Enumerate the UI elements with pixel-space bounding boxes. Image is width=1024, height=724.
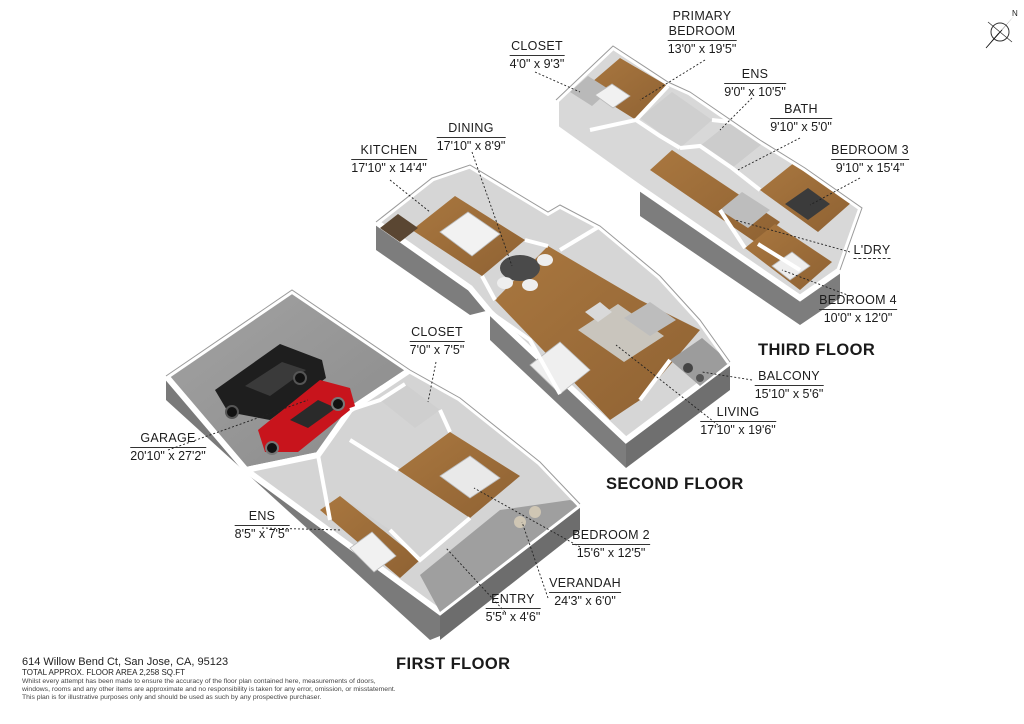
bedroom-2-dims: 15'6" x 12'5" <box>572 544 650 561</box>
bedroom-2-name: BEDROOM 2 <box>572 528 650 542</box>
laundry-name: L'DRY <box>853 243 891 259</box>
garage-dims: 20'10" x 27'2" <box>130 447 206 463</box>
bath-name: BATH <box>784 102 818 116</box>
kitchen-name: KITCHEN <box>360 143 418 157</box>
label-verandah: VERANDAH 24'3" x 6'0" <box>549 576 621 609</box>
label-bedroom-2: BEDROOM 2 15'6" x 12'5" <box>572 528 650 561</box>
disclaimer-line-1: Whilst every attempt has been made to en… <box>22 678 376 685</box>
verandah-dims: 24'3" x 6'0" <box>549 592 621 609</box>
disclaimer-line-3: This plan is for illustrative purposes o… <box>22 694 322 702</box>
label-entry: ENTRY 5'5" x 4'6" <box>485 592 541 625</box>
second-floor-model <box>370 161 735 468</box>
disclaimer-line-2: windows, rooms and any other items are a… <box>22 686 396 694</box>
ens-third-dims: 9'0" x 10'5" <box>724 83 786 99</box>
label-bedroom-4: BEDROOM 4 10'0" x 12'0" <box>819 293 897 326</box>
first-floor-title: FIRST FLOOR <box>396 655 511 673</box>
garage-name: GARAGE <box>140 431 196 445</box>
bedroom-4-name: BEDROOM 4 <box>819 293 897 307</box>
property-footer: 614 Willow Bend Ct, San Jose, CA, 95123 … <box>22 656 396 703</box>
label-dining: DINING 17'10" x 8'9" <box>436 121 506 154</box>
closet-third-dims: 4'0" x 9'3" <box>509 55 565 71</box>
entry-dims: 5'5" x 4'6" <box>485 608 541 624</box>
first-floor-model <box>161 285 585 640</box>
balcony-name: BALCONY <box>758 369 820 383</box>
ens-first-dims: 8'5" x 7'5" <box>234 525 290 541</box>
leader-lines <box>167 59 861 613</box>
living-name: LIVING <box>716 405 760 419</box>
second-floor-title: SECOND FLOOR <box>606 475 744 493</box>
label-bedroom-3: BEDROOM 3 9'10" x 15'4" <box>831 143 909 176</box>
property-address: 614 Willow Bend Ct, San Jose, CA, 95123 <box>22 656 229 668</box>
closet-third-name: CLOSET <box>511 39 563 53</box>
living-dims: 17'10" x 19'6" <box>700 421 776 437</box>
bedroom-3-name: BEDROOM 3 <box>831 143 909 157</box>
bedroom-3-dims: 9'10" x 15'4" <box>831 159 909 176</box>
dining-dims: 17'10" x 8'9" <box>436 137 506 153</box>
ens-first-name: ENS <box>248 509 276 523</box>
label-laundry: L'DRY <box>853 243 891 259</box>
balcony-dims: 15'10" x 5'6" <box>754 385 824 401</box>
closet-first-dims: 7'0" x 7'5" <box>409 341 465 357</box>
primary-bedroom-name-1: PRIMARY <box>672 9 732 23</box>
primary-bedroom-name-2: BEDROOM <box>668 24 736 38</box>
label-closet-third: CLOSET 4'0" x 9'3" <box>509 39 565 72</box>
third-floor-model <box>553 41 867 325</box>
label-living: LIVING 17'10" x 19'6" <box>700 405 776 438</box>
compass-north-label: N <box>1012 9 1018 18</box>
label-garage: GARAGE 20'10" x 27'2" <box>130 431 206 464</box>
compass-rose-icon: N <box>985 9 1018 49</box>
label-primary-bedroom: PRIMARY BEDROOM 13'0" x 19'5" <box>667 9 737 57</box>
kitchen-dims: 17'10" x 14'4" <box>351 159 427 175</box>
red-car <box>258 380 355 455</box>
bedroom-4-dims: 10'0" x 12'0" <box>819 309 897 326</box>
label-balcony: BALCONY 15'10" x 5'6" <box>754 369 824 402</box>
black-car <box>215 344 326 420</box>
closet-first-name: CLOSET <box>411 325 463 339</box>
label-bath: BATH 9'10" x 5'0" <box>770 102 832 135</box>
label-closet-first: CLOSET 7'0" x 7'5" <box>409 325 465 358</box>
primary-bedroom-dims: 13'0" x 19'5" <box>667 40 737 56</box>
label-ens-first: ENS 8'5" x 7'5" <box>234 509 290 542</box>
entry-name: ENTRY <box>491 592 535 606</box>
verandah-name: VERANDAH <box>549 576 621 590</box>
dining-name: DINING <box>448 121 494 135</box>
bath-dims: 9'10" x 5'0" <box>770 118 832 134</box>
label-kitchen: KITCHEN 17'10" x 14'4" <box>351 143 427 176</box>
total-floor-area: TOTAL APPROX. FLOOR AREA 2,258 SQ.FT <box>22 668 186 677</box>
label-ens-third: ENS 9'0" x 10'5" <box>724 67 786 100</box>
third-floor-title: THIRD FLOOR <box>758 341 876 359</box>
ens-third-name: ENS <box>741 67 769 81</box>
